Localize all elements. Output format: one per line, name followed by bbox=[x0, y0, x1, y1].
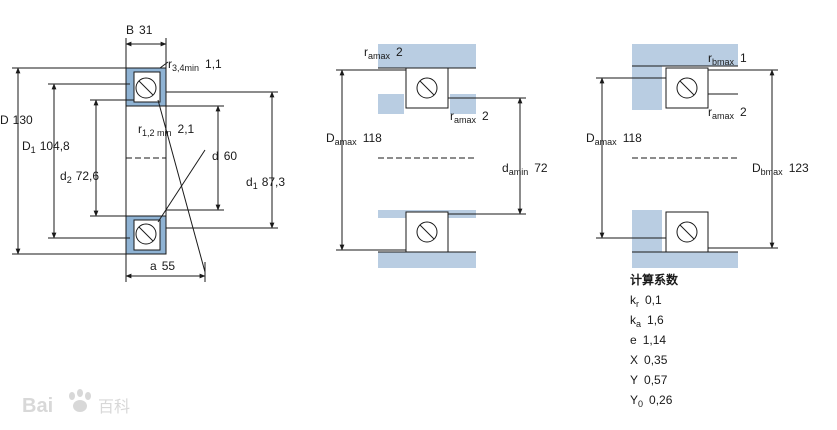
drawing-abutment-shaft bbox=[336, 44, 526, 268]
housing-top-right bbox=[632, 44, 738, 66]
svg-text:Bai: Bai bbox=[22, 395, 53, 417]
paw-icon bbox=[69, 389, 91, 412]
housing-bottom-right bbox=[632, 252, 738, 268]
drawing-bearing-dimensions bbox=[12, 38, 278, 282]
drawing-abutment-housing bbox=[596, 44, 778, 268]
housing-bottom bbox=[378, 252, 476, 268]
baidu-watermark: Bai 百科 bbox=[22, 389, 130, 417]
calc-title: 计算系数 bbox=[630, 272, 679, 287]
svg-text:百科: 百科 bbox=[98, 398, 130, 416]
housing-top bbox=[378, 44, 476, 68]
